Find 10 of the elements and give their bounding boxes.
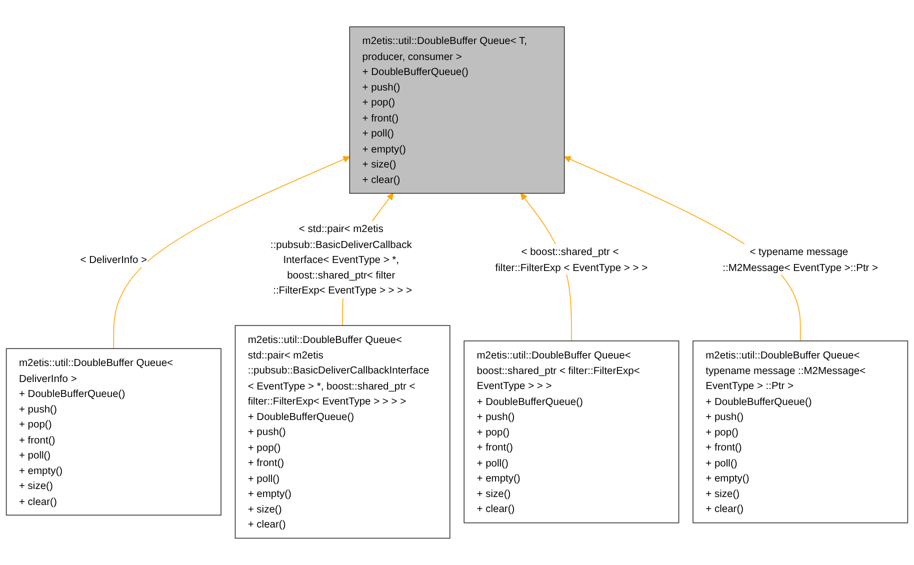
arrow xyxy=(113,156,350,349)
node-box: m2etis::util::DoubleBuffer Queue< std::pair< m2etis ::pubsub::BasicDeliverCallbackInterface < EventType > *, boost::shared_ptr < filter::FilterExp< EventType > > > > + DoubleBufferQueue() + push() + pop() + front() + poll() + empty() + size() + clear() xyxy=(234,325,450,539)
node-box: m2etis::util::DoubleBuffer Queue< T, producer, consumer > + DoubleBufferQueue() + push() + pop() + front() + poll() + empty() + size() + clear() xyxy=(349,26,565,194)
node-box: m2etis::util::DoubleBuffer Queue< boost::shared_ptr < filter::FilterExp< EventType > > > + DoubleBufferQueue() + push() + pop() + front() + poll() + empty() + size() + clear() xyxy=(464,340,680,524)
edge-label: < typename message ::M2Message< EventType >::Ptr > xyxy=(722,246,878,273)
edge-label: < boost::shared_ptr < filter::FilterExp < EventType > > > xyxy=(495,246,648,273)
node-box: m2etis::util::DoubleBuffer Queue< typename message ::M2Message< EventType > ::Ptr > + DoubleBufferQueue() + push() + pop() + front() + poll() + empty() + size() + clear() xyxy=(692,340,908,524)
edge-label: < std::pair< m2etis ::pubsub::BasicDeliverCallback Interface< EventType > *, boost::shared_ptr< filter ::FilterExp< EventType > > > > xyxy=(270,222,412,296)
edge-label: < DeliverInfo > xyxy=(80,253,148,266)
node-box: m2etis::util::DoubleBuffer Queue< DeliverInfo > + DoubleBufferQueue() + push() + pop() + front() + poll() + empty() + size() + clear() xyxy=(6,348,222,516)
